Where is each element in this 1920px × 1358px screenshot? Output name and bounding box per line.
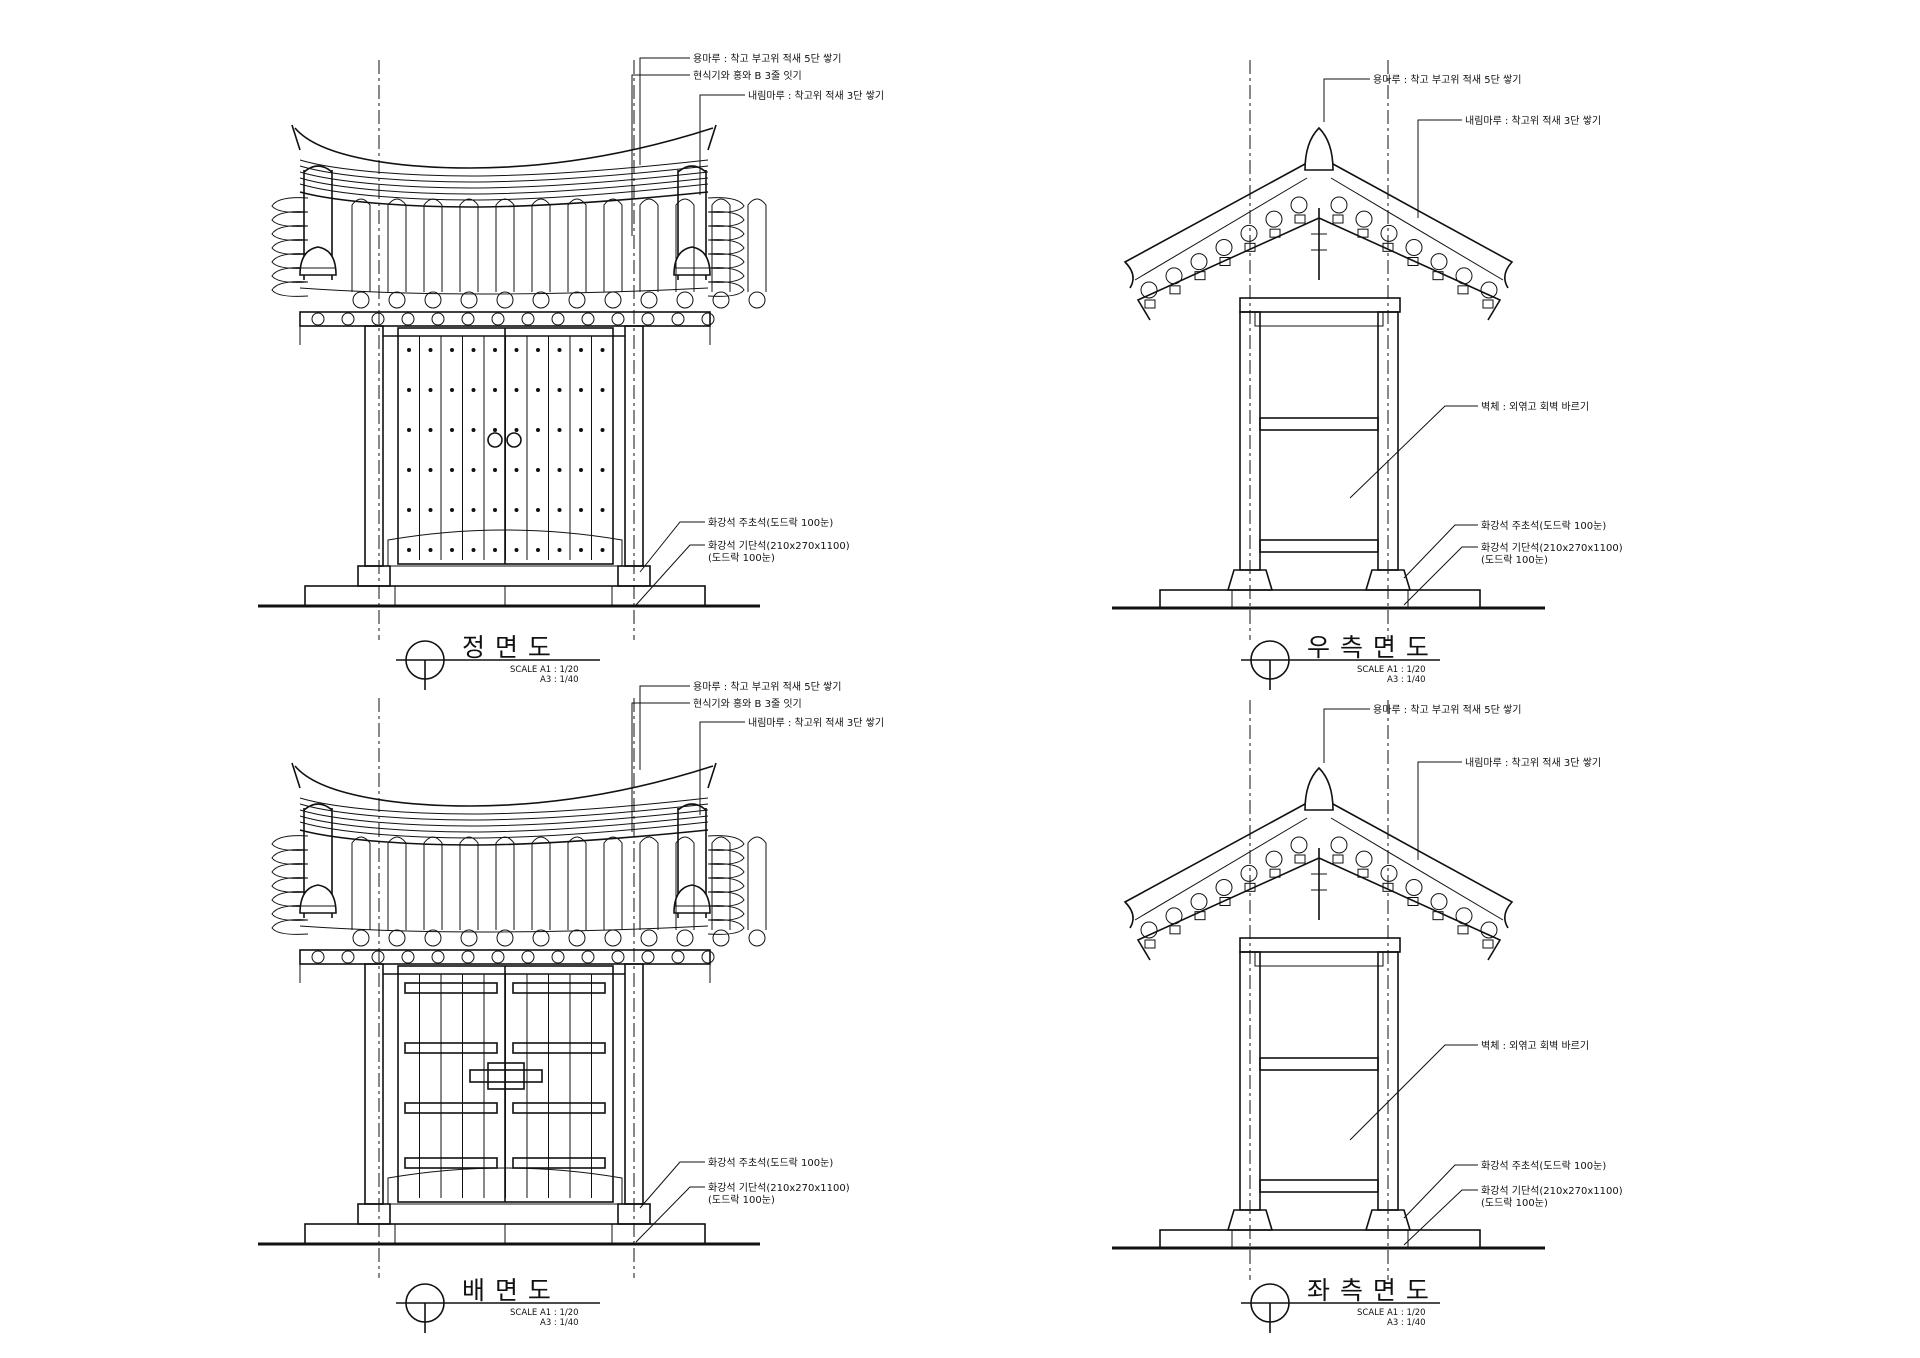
- front-note-ridge: 용마루 : 착고 부고위 적새 5단 쌓기: [693, 52, 841, 65]
- back-elevation: 용마루 : 착고 부고위 적새 5단 쌓기 현식기와 홍와 B 3줄 잇기 내림…: [258, 680, 884, 1333]
- back-scale-a3: A3 : 1/40: [540, 1318, 579, 1328]
- front-scale-a1: SCALE A1 : 1/20: [510, 665, 579, 675]
- right-scale-a3: A3 : 1/40: [1387, 675, 1426, 685]
- back-title: 배 면 도: [462, 1276, 552, 1305]
- right-note-foundation: 화강석 기단석(210x270x1100): [1481, 542, 1623, 554]
- right-note-foundation-finish: (도드락 100눈): [1481, 554, 1548, 566]
- right-note-leaders: [1323, 78, 1478, 606]
- front-scale-a3: A3 : 1/40: [540, 675, 579, 685]
- back-note-leaders: [631, 685, 745, 1243]
- right-section-marker: [1241, 640, 1440, 690]
- front-note-hip-ridge: 내림마루 : 착고위 적새 3단 쌓기: [748, 89, 884, 102]
- back-gate-drawing: [258, 698, 767, 1278]
- left-note-foundation: 화강석 기단석(210x270x1100): [1481, 1185, 1623, 1197]
- back-note-ridge: 용마루 : 착고 부고위 적새 5단 쌓기: [693, 680, 841, 693]
- front-section-marker: [396, 640, 600, 690]
- back-gate-body: [258, 698, 760, 1278]
- front-gate-drawing: [258, 60, 767, 640]
- right-roof: [1123, 126, 1514, 321]
- back-note-tiles: 현식기와 홍와 B 3줄 잇기: [693, 697, 802, 710]
- left-gate-drawing: [1112, 700, 1545, 1280]
- front-gate-body: [258, 60, 760, 640]
- back-section-marker: [396, 1283, 600, 1333]
- left-note-leaders: [1323, 708, 1478, 1246]
- left-note-hip-ridge: 내림마루 : 착고위 적새 3단 쌓기: [1465, 756, 1601, 769]
- front-note-leaders: [631, 57, 745, 606]
- right-gate-drawing: [1112, 60, 1545, 640]
- left-note-wall: 벽체 : 외엮고 회벽 바르기: [1481, 1040, 1589, 1052]
- left-note-pillar-base: 화강석 주초석(도드락 100눈): [1481, 1160, 1606, 1172]
- back-note-hip-ridge: 내림마루 : 착고위 적새 3단 쌓기: [748, 716, 884, 729]
- left-side-elevation: 용마루 : 착고 부고위 적새 5단 쌓기 내림마루 : 착고위 적새 3단 쌓…: [1112, 700, 1623, 1333]
- back-roof: [271, 762, 767, 983]
- front-note-foundation-finish: (도드락 100눈): [708, 552, 775, 564]
- back-scale-a1: SCALE A1 : 1/20: [510, 1308, 579, 1318]
- front-roof: [271, 124, 767, 345]
- left-note-foundation-finish: (도드락 100눈): [1481, 1197, 1548, 1209]
- right-note-hip-ridge: 내림마루 : 착고위 적새 3단 쌓기: [1465, 114, 1601, 127]
- left-roof: [1123, 766, 1514, 961]
- right-note-ridge: 용마루 : 착고 부고위 적새 5단 쌓기: [1373, 73, 1521, 86]
- back-note-foundation: 화강석 기단석(210x270x1100): [708, 1182, 850, 1194]
- left-scale-a1: SCALE A1 : 1/20: [1357, 1308, 1426, 1318]
- right-note-pillar-base: 화강석 주초석(도드락 100눈): [1481, 520, 1606, 532]
- right-note-wall: 벽체 : 외엮고 회벽 바르기: [1481, 401, 1589, 413]
- left-title: 좌 측 면 도: [1307, 1276, 1430, 1305]
- right-title-block: 우 측 면 도 SCALE A1 : 1/20 A3 : 1/40: [1241, 633, 1440, 690]
- front-title-block: 정 면 도 SCALE A1 : 1/20 A3 : 1/40: [396, 633, 600, 690]
- front-note-foundation: 화강석 기단석(210x270x1100): [708, 540, 850, 552]
- front-note-pillar-base: 화강석 주초석(도드락 100눈): [708, 517, 833, 529]
- left-side-body: [1112, 700, 1545, 1280]
- back-note-pillar-base: 화강석 주초석(도드락 100눈): [708, 1157, 833, 1169]
- front-note-tiles: 현식기와 홍와 B 3줄 잇기: [693, 69, 802, 82]
- back-note-foundation-finish: (도드락 100눈): [708, 1194, 775, 1206]
- right-side-elevation: 용마루 : 착고 부고위 적새 5단 쌓기 내림마루 : 착고위 적새 3단 쌓…: [1112, 60, 1623, 690]
- right-side-body: [1112, 60, 1545, 640]
- front-elevation: 용마루 : 착고 부고위 적새 5단 쌓기 현식기와 홍와 B 3줄 잇기 내림…: [258, 52, 884, 690]
- left-note-ridge: 용마루 : 착고 부고위 적새 5단 쌓기: [1373, 703, 1521, 716]
- right-scale-a1: SCALE A1 : 1/20: [1357, 665, 1426, 675]
- front-title: 정 면 도: [462, 633, 552, 662]
- back-title-block: 배 면 도 SCALE A1 : 1/20 A3 : 1/40: [396, 1276, 600, 1333]
- left-scale-a3: A3 : 1/40: [1387, 1318, 1426, 1328]
- right-title: 우 측 면 도: [1307, 633, 1430, 662]
- left-title-block: 좌 측 면 도 SCALE A1 : 1/20 A3 : 1/40: [1241, 1276, 1440, 1333]
- left-section-marker: [1241, 1283, 1440, 1333]
